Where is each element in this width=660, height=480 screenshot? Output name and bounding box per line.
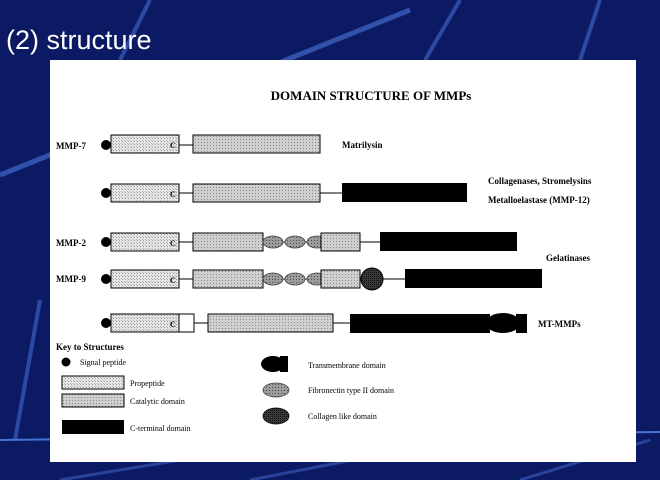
c-terminal-domain [350, 314, 490, 333]
catalytic-letter: C [170, 320, 176, 329]
key-propeptide: Propeptide [130, 379, 165, 388]
catalytic-letter: C [170, 239, 176, 248]
propeptide-domain [110, 134, 180, 154]
propeptide-domain [110, 232, 180, 252]
fibronectin-domain [262, 272, 284, 286]
catalytic-domain [192, 134, 321, 154]
catalytic-letter: C [170, 190, 176, 199]
catalytic-letter: C [170, 276, 176, 285]
key-c-terminal: C-terminal domain [130, 424, 191, 433]
row-collagenases: C Collagenases, Stromelysins Metalloelas… [101, 176, 592, 205]
catalytic-domain [207, 313, 334, 333]
label-matrilysin: Matrilysin [342, 140, 383, 150]
catalytic-domain [192, 232, 264, 252]
collagen-like-domain [360, 267, 384, 291]
signal-peptide [101, 237, 111, 247]
catalytic-domain [192, 269, 264, 289]
insert-segment [178, 313, 195, 333]
row-mmp-7: MMP-7 C Matrilysin [56, 134, 383, 154]
row-mmp-2: MMP-2 C [56, 232, 517, 252]
fibronectin-domain [284, 235, 306, 249]
label-metalloelastase: Metalloelastase (MMP-12) [488, 195, 590, 205]
domain-diagram: DOMAIN STRUCTURE OF MMPs MMP-7 C Matrily… [56, 88, 592, 434]
signal-peptide [101, 318, 111, 328]
key-propeptide-swatch [61, 375, 125, 390]
propeptide-domain [110, 269, 180, 289]
signal-peptide [101, 188, 111, 198]
catalytic-letter: C [170, 141, 176, 150]
key-signal-peptide: Signal peptide [80, 358, 126, 367]
key-catalytic-swatch [61, 393, 125, 408]
key-signal-peptide-swatch [61, 357, 71, 367]
row-label: MMP-7 [56, 141, 86, 151]
row-mmp-9: MMP-9 C [56, 267, 542, 291]
slide-title: (2) structure [6, 25, 152, 55]
fibronectin-domain [262, 235, 284, 249]
propeptide-domain [110, 183, 180, 203]
label-mt-mmps: MT-MMPs [538, 319, 581, 329]
signal-peptide [101, 140, 111, 150]
key-title: Key to Structures [56, 342, 124, 352]
fibronectin-domain [284, 272, 306, 286]
row-label: MMP-2 [56, 238, 86, 248]
key-collagen: Collagen like domain [308, 412, 377, 421]
propeptide-domain [110, 313, 180, 333]
catalytic-domain [320, 232, 361, 252]
catalytic-domain [192, 183, 321, 203]
figure-panel: DOMAIN STRUCTURE OF MMPs MMP-7 C Matrily… [50, 60, 636, 462]
key-transmembrane-swatch [261, 356, 285, 372]
label-collagenases: Collagenases, Stromelysins [488, 176, 592, 186]
row-mt-mmps: C MT-MMPs [101, 313, 581, 333]
catalytic-domain [320, 269, 361, 289]
figure-title: DOMAIN STRUCTURE OF MMPs [271, 88, 472, 103]
key-legend: Key to Structures Signal peptide Propept… [56, 342, 394, 434]
c-terminal-domain [342, 183, 467, 202]
transmembrane-domain [486, 313, 520, 333]
c-terminal-domain [380, 232, 517, 251]
row-label: MMP-9 [56, 274, 86, 284]
key-catalytic: Catalytic domain [130, 397, 185, 406]
key-transmembrane: Transmembrane domain [308, 361, 386, 370]
signal-peptide [101, 274, 111, 284]
key-fibronectin: Fibronectin type II domain [308, 386, 394, 395]
key-collagen-swatch [262, 407, 290, 425]
key-fibronectin-swatch [262, 382, 290, 398]
label-gelatinases: Gelatinases [546, 253, 590, 263]
c-terminal-domain [405, 269, 542, 288]
key-c-terminal-swatch [62, 420, 124, 434]
